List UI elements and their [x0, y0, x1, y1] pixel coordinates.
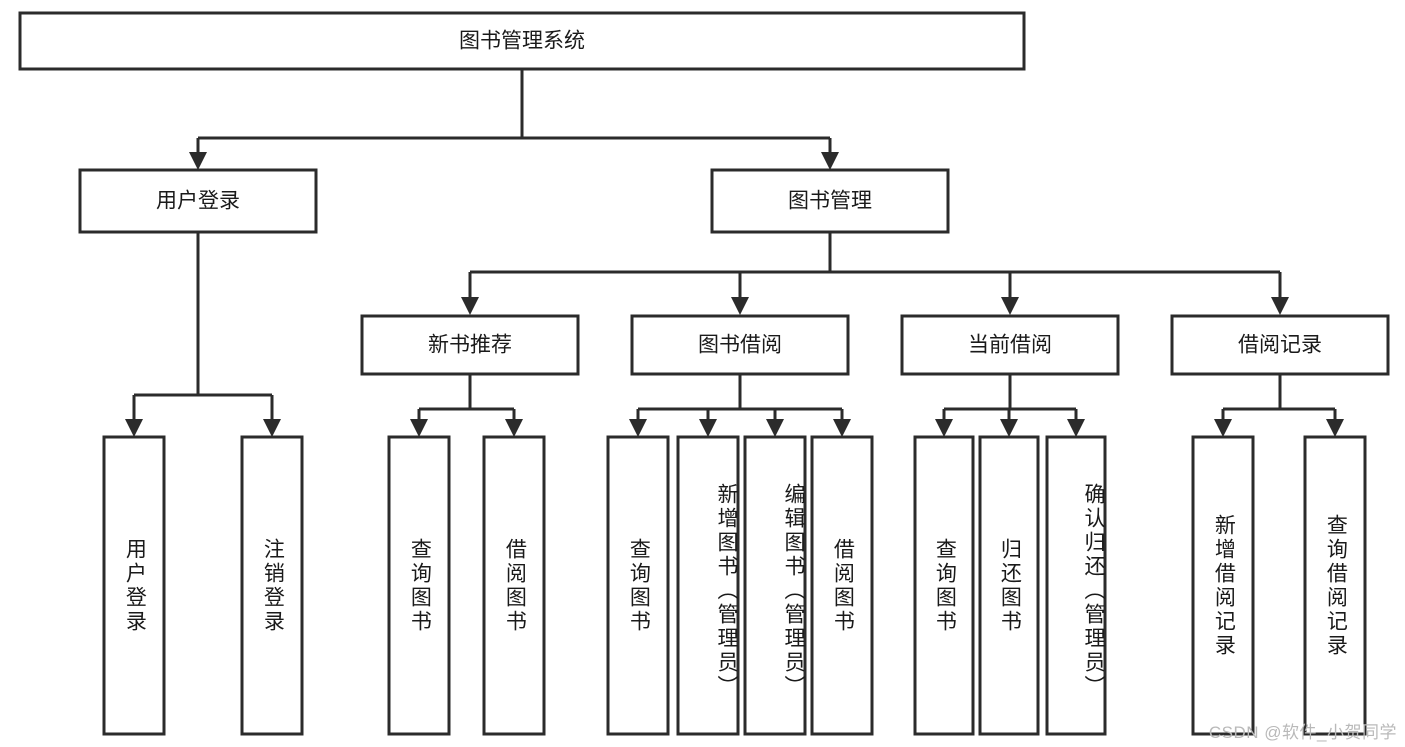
- node-book-manage[interactable]: 图书管理: [710, 168, 950, 234]
- node-borrow-record[interactable]: 借阅记录: [1170, 314, 1390, 376]
- leaf-box-nb-query-book[interactable]: [387, 435, 451, 736]
- leaf-boxes-layer: [102, 435, 1367, 736]
- arrow-head-book-manage: [821, 152, 839, 170]
- leaf-box-cb-confirm-return[interactable]: [1045, 435, 1107, 736]
- node-root-label: 图书管理系统: [459, 30, 585, 53]
- node-book-manage-box[interactable]: [710, 168, 950, 234]
- arrow-head-borrow-record: [1271, 297, 1289, 315]
- arrow-head-cb-leaf-3: [1067, 419, 1085, 437]
- node-new-book-recommend-label: 新书推荐: [428, 334, 512, 357]
- arrow-head-bb-leaf-2: [699, 419, 717, 437]
- node-book-borrow[interactable]: 图书借阅: [630, 314, 850, 376]
- leaf-box-cb-query-book[interactable]: [913, 435, 975, 736]
- node-book-borrow-label: 图书借阅: [698, 334, 782, 357]
- node-new-book-recommend[interactable]: 新书推荐: [360, 314, 580, 376]
- node-user-login-box[interactable]: [78, 168, 318, 234]
- leaf-box-bb-add-book[interactable]: [676, 435, 740, 736]
- node-borrow-record-box[interactable]: [1170, 314, 1390, 376]
- leaf-box-bb-query-book[interactable]: [606, 435, 670, 736]
- arrow-head-user-login: [189, 152, 207, 170]
- arrow-head-bb-leaf-3: [766, 419, 784, 437]
- leaf-box-nb-borrow-book[interactable]: [482, 435, 546, 736]
- watermark-text: CSDN @软件_小贺同学: [1208, 723, 1397, 742]
- node-current-borrow-box[interactable]: [900, 314, 1120, 376]
- arrow-head-book-borrow: [731, 297, 749, 315]
- arrow-head-cb-leaf-2: [1000, 419, 1018, 437]
- arrow-head-current-borrow: [1001, 297, 1019, 315]
- arrow-head-nb-leaf-2: [505, 419, 523, 437]
- node-borrow-record-label: 借阅记录: [1238, 334, 1322, 357]
- arrow-head-cb-leaf-1: [935, 419, 953, 437]
- arrow-head-bb-leaf-4: [833, 419, 851, 437]
- arrow-head-br-leaf-1: [1214, 419, 1232, 437]
- connector-layer: [125, 69, 1344, 437]
- arrow-head-leaf-user-login: [125, 419, 143, 437]
- leaf-box-bb-borrow-book[interactable]: [810, 435, 874, 736]
- node-user-login[interactable]: 用户登录: [78, 168, 318, 234]
- node-user-login-label: 用户登录: [156, 190, 240, 213]
- leaf-box-logout[interactable]: [240, 435, 304, 736]
- node-root-box[interactable]: [18, 11, 1026, 71]
- arrow-head-nb-leaf-1: [410, 419, 428, 437]
- node-current-borrow[interactable]: 当前借阅: [900, 314, 1120, 376]
- arrow-head-new-book: [461, 297, 479, 315]
- node-current-borrow-label: 当前借阅: [968, 334, 1052, 357]
- node-book-borrow-box[interactable]: [630, 314, 850, 376]
- leaf-box-bb-edit-book[interactable]: [743, 435, 807, 736]
- arrow-head-bb-leaf-1: [629, 419, 647, 437]
- node-book-manage-label: 图书管理: [788, 190, 872, 213]
- node-new-book-recommend-box[interactable]: [360, 314, 580, 376]
- leaf-box-user-login[interactable]: [102, 435, 166, 736]
- leaf-box-br-query-record[interactable]: [1303, 435, 1367, 736]
- leaf-box-cb-return-book[interactable]: [978, 435, 1040, 736]
- leaf-box-br-add-record[interactable]: [1191, 435, 1255, 736]
- arrow-head-br-leaf-2: [1326, 419, 1344, 437]
- node-root[interactable]: 图书管理系统: [18, 11, 1026, 71]
- arrow-head-leaf-logout: [263, 419, 281, 437]
